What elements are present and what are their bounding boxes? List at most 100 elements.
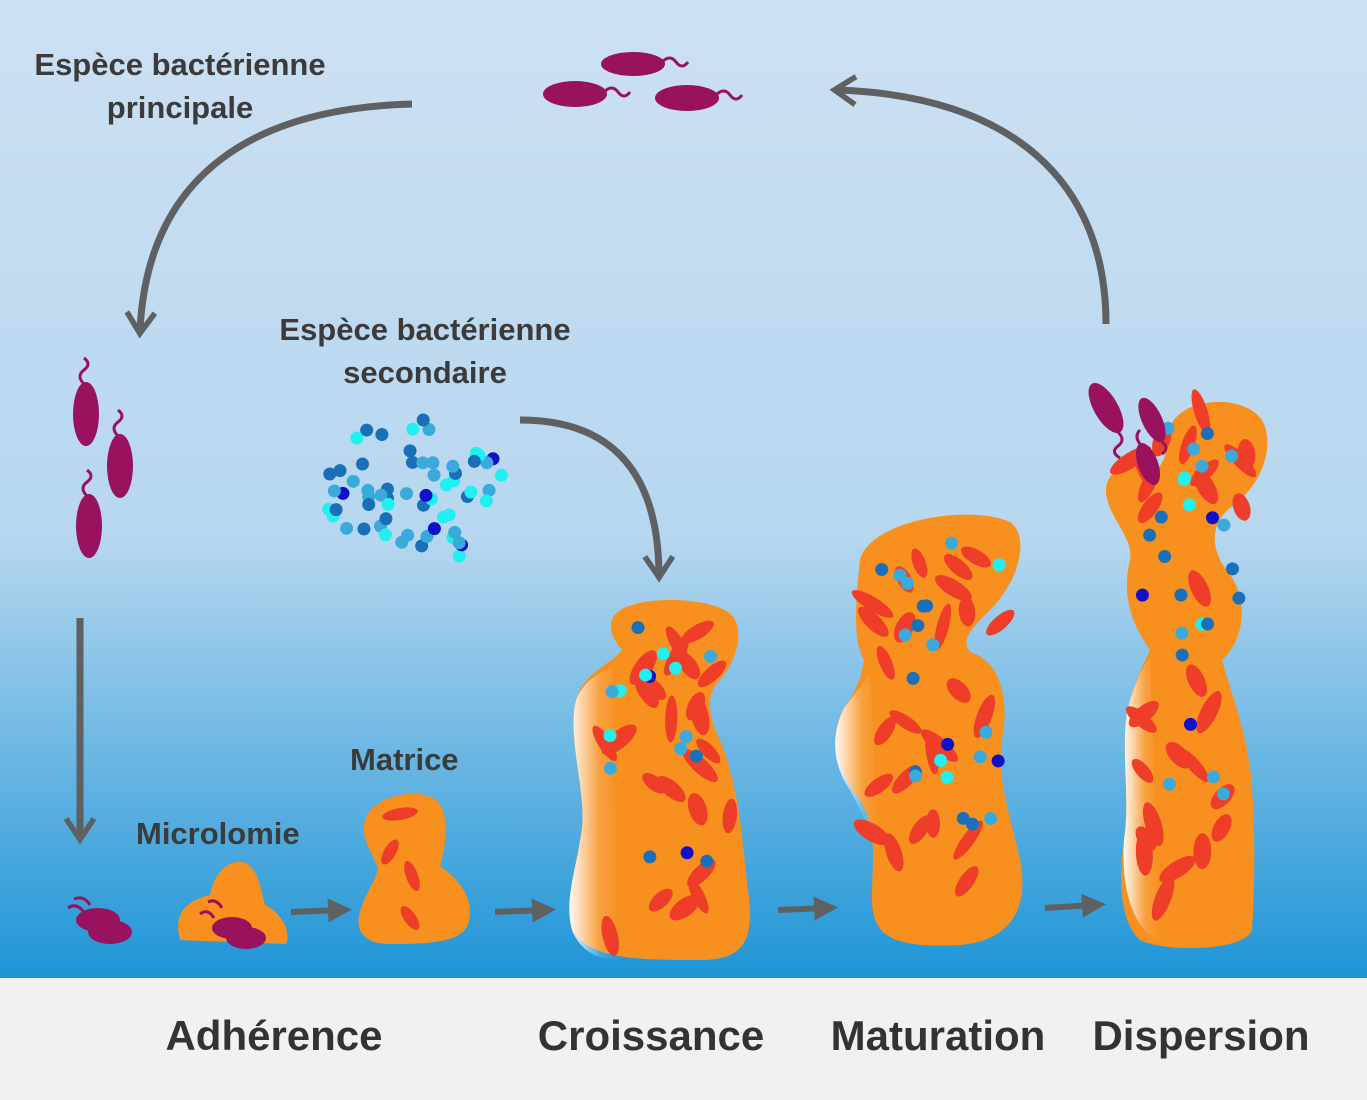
- arrow-secondary-to-growth: [519, 416, 676, 583]
- bacterium: [655, 85, 744, 111]
- bacteria-dot: [340, 521, 354, 535]
- bacterium: [1088, 383, 1124, 460]
- matrix-spot: [1211, 814, 1232, 842]
- bacterium: [543, 81, 632, 107]
- bacteria-dot: [1225, 449, 1239, 463]
- bacteria-dot: [1162, 777, 1176, 791]
- bacteria-dot: [1200, 427, 1214, 441]
- matrix-spot: [874, 716, 896, 746]
- bacteria-dot: [973, 750, 987, 764]
- secondary-species-line-1: Espèce bactérienne: [279, 312, 571, 347]
- bacteria-dot: [482, 483, 496, 497]
- matrix-spot: [1128, 700, 1159, 728]
- bacterium: [73, 356, 99, 446]
- bacteria-dot: [1182, 498, 1196, 512]
- matrix-spot: [864, 773, 894, 797]
- matrix-spot: [911, 548, 928, 578]
- primary-species-line-2: principale: [106, 90, 254, 125]
- bacteria-dot: [495, 468, 509, 482]
- arrow-stage-3: [777, 896, 838, 921]
- matrix-spot: [889, 710, 922, 734]
- matrix-spot: [687, 792, 708, 826]
- bacteria-dot: [448, 525, 462, 539]
- matrix-spot: [1193, 833, 1212, 870]
- bacteria-dot: [944, 536, 958, 550]
- matrix-spot: [1151, 876, 1175, 921]
- primary-bacteria-group: [543, 52, 744, 111]
- matrix-spot: [601, 724, 637, 755]
- matrix-spot: [1165, 741, 1192, 769]
- matrix-spot: [954, 866, 979, 897]
- bacteria-dot: [639, 668, 653, 682]
- bacteria-dot: [323, 467, 337, 481]
- matrix-spot: [1179, 425, 1197, 465]
- matrix-spot: [973, 694, 996, 738]
- bacterium: [1135, 428, 1161, 485]
- bacteria-dot: [416, 413, 430, 427]
- matrix-spot: [1237, 439, 1256, 469]
- bacterium: [601, 52, 690, 76]
- matrix-spot: [876, 645, 895, 680]
- primary-species-line-1: Espèce bactérienne: [34, 47, 326, 82]
- microcolony: [178, 862, 288, 949]
- bacteria-dot: [1206, 511, 1220, 525]
- bacteria-dot: [940, 771, 954, 785]
- matrix-spot: [943, 554, 973, 580]
- dispersing-bacteria: [1088, 383, 1168, 485]
- matrix-spot: [908, 815, 932, 845]
- arrow-stage-1: [290, 898, 352, 923]
- matrix-spot: [688, 878, 709, 914]
- matrix-spot: [696, 738, 721, 764]
- matrix-spot: [629, 650, 657, 685]
- matrix-spot: [656, 775, 686, 802]
- matrix-spot: [1190, 459, 1219, 487]
- bacteria-dot: [700, 854, 714, 868]
- maturation-dots: [875, 536, 1006, 831]
- bacteria-dot: [893, 568, 907, 582]
- matrix-spot: [960, 546, 992, 568]
- maturation-biofilm: [835, 514, 1023, 946]
- bacteria-dot: [379, 512, 393, 526]
- matrix-spot: [851, 590, 894, 618]
- bacteria-dot: [911, 619, 925, 633]
- matrix-spot: [681, 620, 714, 644]
- bacteria-dot: [378, 528, 392, 542]
- matrix-spot: [634, 674, 659, 709]
- bacteria-dot: [1201, 617, 1215, 631]
- bacteria-dot: [941, 737, 955, 751]
- footer-band: [0, 978, 1367, 1100]
- bacteria-dot: [1175, 626, 1189, 640]
- bacteria-dot: [605, 685, 619, 699]
- bacteria-dot: [452, 549, 466, 563]
- matrix-spot: [697, 660, 727, 688]
- bacteria-dot: [966, 817, 980, 831]
- bacteria-dot: [437, 510, 451, 524]
- bacteria-dot: [631, 621, 645, 635]
- matrix-spot: [1135, 826, 1157, 852]
- bacteria-dot: [643, 850, 657, 864]
- bacteria-dot: [704, 649, 718, 663]
- stage-growth: Croissance: [537, 1012, 765, 1059]
- bacteria-dot: [381, 497, 395, 511]
- stage-adherence: Adhérence: [165, 1012, 383, 1059]
- bacteria-dot: [329, 503, 343, 517]
- bacteria-dot: [1177, 473, 1191, 487]
- matrix-spot: [946, 678, 971, 703]
- matrix-spot: [853, 819, 890, 846]
- bacteria-dot: [991, 754, 1005, 768]
- matrix-spot: [1196, 691, 1222, 734]
- bacteria-dot: [346, 474, 360, 488]
- bacteria-dot: [668, 661, 682, 675]
- bacteria-dot: [656, 647, 670, 661]
- arrow-stage-4: [1044, 893, 1106, 918]
- bacteria-dot: [355, 457, 369, 471]
- bacteria-dot: [479, 494, 493, 508]
- bacterium: [1138, 397, 1168, 456]
- arrow-primary-to-adherence: [124, 100, 413, 339]
- bacteria-dot: [419, 488, 433, 502]
- bacteria-dot: [446, 459, 460, 473]
- matrix-spot: [722, 798, 738, 834]
- bacteria-dot: [1175, 648, 1189, 662]
- bacteria-dot: [399, 487, 413, 501]
